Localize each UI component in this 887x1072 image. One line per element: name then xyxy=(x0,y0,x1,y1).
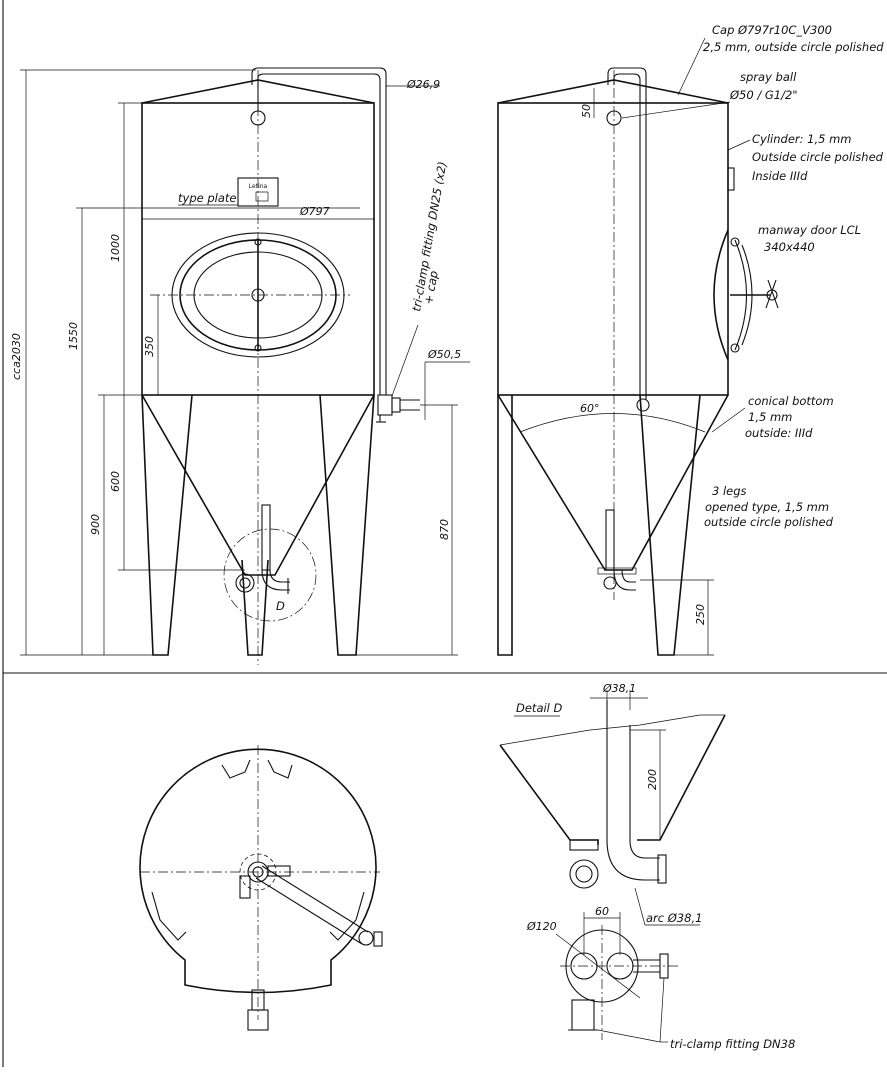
front-dimensions: cca2030 1550 1000 900 600 350 Ø797 Ø26,9… xyxy=(10,69,470,656)
front-view: Letina type plate D tri-clamp fitting DN… xyxy=(141,67,449,665)
detail-d-callout xyxy=(223,528,317,622)
top-view-diagonal-pipe xyxy=(255,865,369,945)
dim-offset-60: 60 xyxy=(595,905,609,918)
dim-50: 50 xyxy=(580,104,593,118)
dim-870: 870 xyxy=(438,519,451,540)
legs-label-line1: 3 legs xyxy=(712,484,747,498)
top-view xyxy=(139,745,383,1031)
tri-clamp-dn38-label: tri-clamp fitting DN38 xyxy=(670,1037,795,1051)
detail-title: Detail D xyxy=(516,701,563,715)
front-cone xyxy=(141,394,375,576)
manway-label-line1: manway door LCL xyxy=(758,223,861,237)
dim-200: 200 xyxy=(646,769,659,790)
side-leg-left xyxy=(497,395,513,656)
front-manway-outer xyxy=(171,232,345,358)
type-plate-brand: Letina xyxy=(249,183,268,190)
manway-label-line2: 340x440 xyxy=(764,240,815,254)
detail-marker: D xyxy=(276,599,285,613)
side-view: 60° xyxy=(497,67,779,656)
conical-label-line2: 1,5 mm xyxy=(748,410,792,424)
dim-pipe-26-9: Ø26,9 xyxy=(406,78,440,91)
side-spray-ball xyxy=(606,110,622,126)
side-cone xyxy=(497,394,729,571)
cylinder-label-line2: Outside circle polished xyxy=(752,150,884,164)
dim-1000: 1000 xyxy=(109,234,122,262)
conical-label-line1: conical bottom xyxy=(748,394,834,408)
front-leg-right xyxy=(319,394,375,656)
dim-angle-60: 60° xyxy=(580,402,600,415)
top-view-outline xyxy=(139,748,377,994)
front-pipe xyxy=(251,67,387,395)
arc-label: arc Ø38,1 xyxy=(646,911,702,925)
side-leg-right xyxy=(639,394,701,656)
cap-label-line1: Cap Ø797r10C_V300 xyxy=(712,23,832,37)
dim-diameter-120: Ø120 xyxy=(526,920,557,933)
dim-600: 600 xyxy=(109,471,122,492)
legs-label-line3: outside circle polished xyxy=(704,515,834,529)
cylinder-label-line1: Cylinder: 1,5 mm xyxy=(752,132,852,146)
tri-clamp-cap-label: + cap xyxy=(421,270,441,306)
dim-pipe-50-5: Ø50,5 xyxy=(427,348,461,361)
dim-350: 350 xyxy=(143,336,156,357)
type-plate-label: type plate xyxy=(178,191,236,205)
side-cylinder xyxy=(497,102,729,396)
side-annotations: 50 250 Cap Ø797r10C_V300 2,5 mm, outside… xyxy=(580,23,884,656)
spray-ball-label-line1: spray ball xyxy=(740,70,797,84)
dim-diameter-797: Ø797 xyxy=(299,205,330,218)
cylinder-label-line3: Inside IIId xyxy=(752,169,808,183)
detail-pipe xyxy=(606,700,660,881)
front-leg-left xyxy=(141,394,193,656)
detail-cone xyxy=(499,714,726,845)
side-pipe xyxy=(607,67,647,400)
dim-overall-height: cca2030 xyxy=(10,333,23,380)
dim-250: 250 xyxy=(694,604,707,625)
front-leg-center xyxy=(241,559,269,656)
side-cap xyxy=(497,79,729,104)
detail-d: Detail D Ø38,1 200 arc Ø38,1 xyxy=(499,682,726,926)
dim-pipe-38-1: Ø38,1 xyxy=(602,682,636,695)
conical-label-line3: outside: IIId xyxy=(745,426,813,440)
front-manway-handle xyxy=(251,288,265,302)
type-plate xyxy=(237,177,279,207)
cone-angle-arc xyxy=(519,413,706,433)
detail-d-plan: 60 Ø120 tri-clamp fitting DN38 xyxy=(526,905,795,1051)
legs-label-line2: opened type, 1,5 mm xyxy=(705,500,829,514)
dim-1550: 1550 xyxy=(67,322,80,350)
cap-label-line2: 2,5 mm, outside circle polished xyxy=(703,40,884,54)
spray-ball-label-line2: Ø50 / G1/2" xyxy=(729,88,798,102)
dim-900: 900 xyxy=(89,514,102,535)
